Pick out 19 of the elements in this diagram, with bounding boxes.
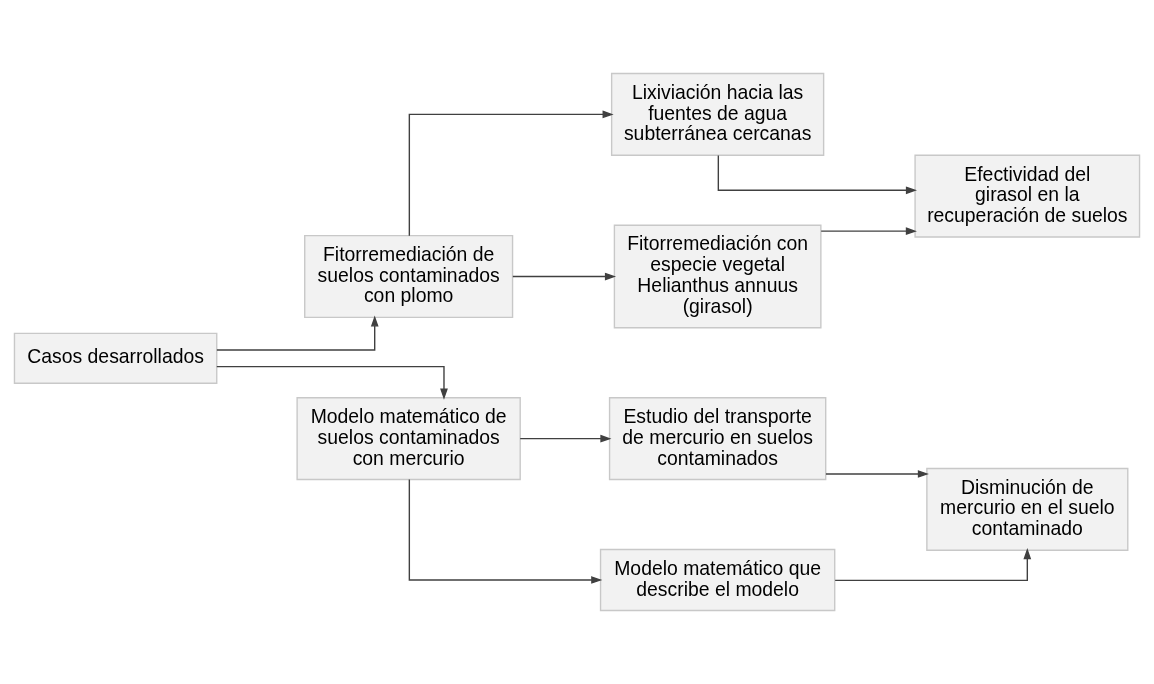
arrow	[717, 154, 917, 195]
arrow	[834, 548, 1032, 581]
node-box: Lixiviación hacia las fuentes de agua subterránea cercanas	[610, 72, 825, 156]
node-box: Fitorremediación de suelos contaminados con plomo	[304, 234, 514, 319]
node-box: Fitorremediación con especie vegetal Helianthus annuus (girasol)	[613, 224, 822, 329]
arrow	[825, 470, 929, 478]
arrow	[519, 434, 612, 443]
node-box: Modelo matemático que describe el modelo	[599, 548, 836, 612]
node-box: Efectividad del girasol en la recuperación de suelos	[914, 154, 1141, 238]
arrow	[408, 110, 614, 237]
node-box: Estudio del transporte de mercurio en suelos contaminados	[608, 397, 827, 481]
arrow	[512, 272, 616, 281]
arrow	[408, 478, 603, 584]
node-box: Disminución de mercurio en el suelo contaminado	[926, 467, 1129, 551]
arrow	[216, 365, 448, 400]
arrow	[820, 227, 917, 236]
node-box: Casos desarrollados	[13, 332, 218, 384]
arrow	[216, 315, 379, 351]
node-box: Modelo matemático de suelos contaminados con mercurio	[296, 397, 521, 481]
